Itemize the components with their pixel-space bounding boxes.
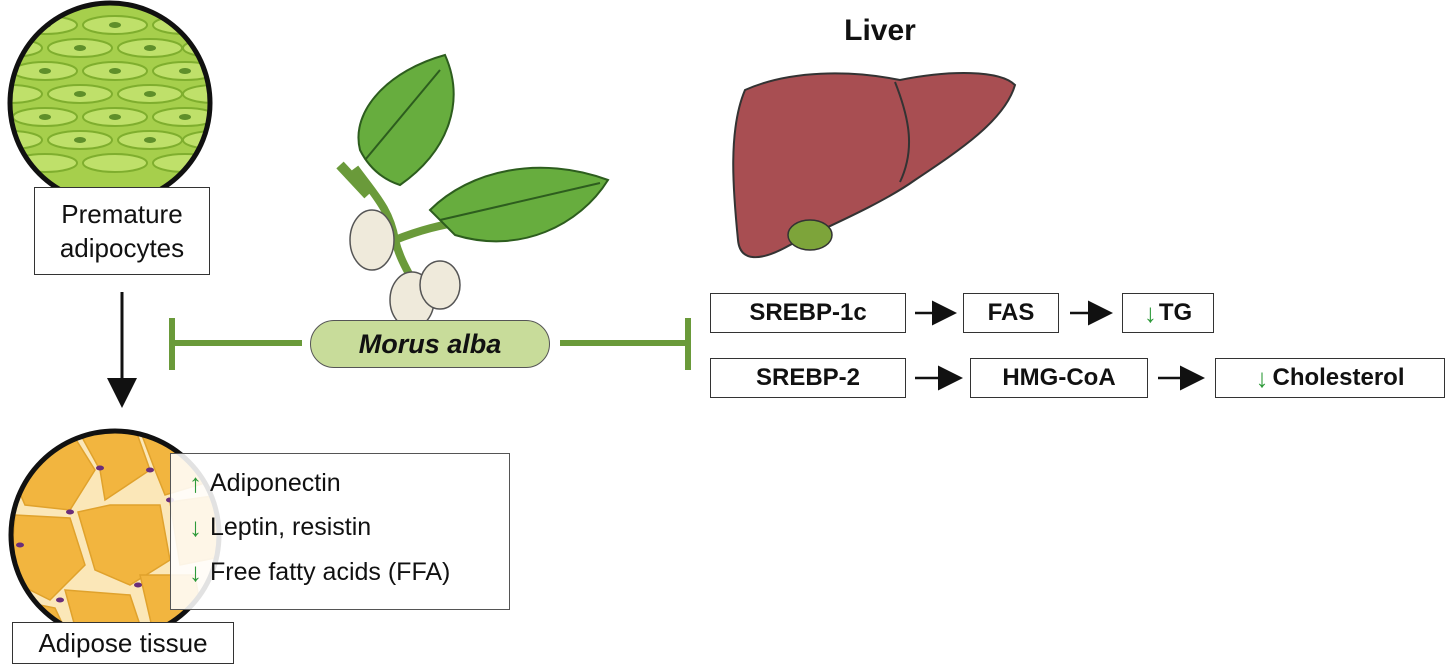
effect-row-adiponectin: ↑ Adiponectin xyxy=(189,468,341,499)
pathway-arrows xyxy=(915,300,1205,391)
arrow-down-icon: ↓ xyxy=(189,557,202,587)
tg-text: TG xyxy=(1158,299,1193,326)
hmgcoa-text: HMG-CoA xyxy=(1002,364,1116,391)
premature-adipocytes-icon xyxy=(7,0,213,206)
effect-row-leptin: ↓ Leptin, resistin xyxy=(189,512,371,543)
liver-icon xyxy=(732,72,1017,259)
hmgcoa-box: HMG-CoA xyxy=(970,358,1148,398)
effect-text: Adiponectin xyxy=(210,469,341,497)
premature-line1: Premature xyxy=(61,199,183,229)
adipose-label-text: Adipose tissue xyxy=(38,628,208,658)
premature-line2: adipocytes xyxy=(59,233,185,263)
arrow-down-icon: ↓ xyxy=(1143,297,1157,328)
fas-text: FAS xyxy=(987,299,1035,326)
morus-alba-plant-icon xyxy=(336,53,610,329)
cholesterol-box: ↓ Cholesterol xyxy=(1215,358,1445,398)
morus-alba-text: Morus alba xyxy=(358,328,502,359)
cholesterol-text: Cholesterol xyxy=(1272,364,1405,391)
effect-row-ffa: ↓ Free fatty acids (FFA) xyxy=(189,557,450,588)
effect-text: Leptin, resistin xyxy=(210,513,372,541)
arrow-down-icon: ↓ xyxy=(1255,362,1269,393)
srebp1c-text: SREBP-1c xyxy=(749,299,867,326)
srebp1c-box: SREBP-1c xyxy=(710,293,906,333)
effect-text: Free fatty acids (FFA) xyxy=(210,558,451,586)
morus-alba-pill: Morus alba xyxy=(310,320,550,368)
fas-box: FAS xyxy=(963,293,1059,333)
tg-box: ↓ TG xyxy=(1122,293,1214,333)
arrow-up-icon: ↑ xyxy=(189,468,202,498)
inhibit-liver-line xyxy=(560,318,691,370)
srebp2-box: SREBP-2 xyxy=(710,358,906,398)
srebp2-text: SREBP-2 xyxy=(755,364,861,391)
arrow-down-icon: ↓ xyxy=(189,512,202,542)
liver-title: Liver xyxy=(844,14,916,47)
adipose-tissue-label: Adipose tissue xyxy=(12,622,234,664)
inhibit-adipocyte-line xyxy=(169,318,302,370)
adipokine-effects-box: ↑ Adiponectin ↓ Leptin, resistin ↓ Free … xyxy=(170,453,510,610)
premature-adipocytes-label: Premature adipocytes xyxy=(34,187,210,275)
